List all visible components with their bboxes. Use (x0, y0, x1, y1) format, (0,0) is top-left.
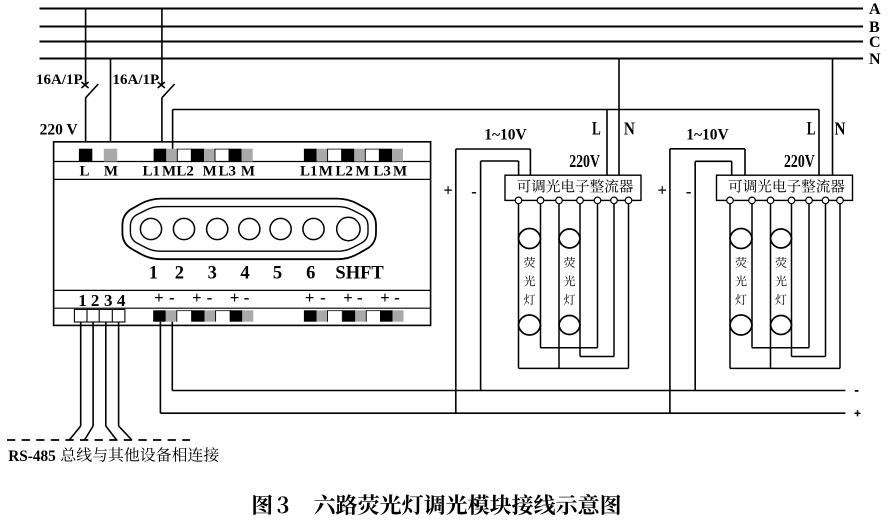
svg-text:-: - (169, 288, 175, 307)
svg-text:SHFT: SHFT (335, 264, 384, 284)
svg-text:+: + (443, 181, 452, 200)
svg-text:M: M (104, 164, 118, 180)
svg-text:220 V: 220 V (40, 122, 79, 139)
svg-text:-: - (471, 182, 477, 201)
svg-text:+: + (154, 288, 163, 307)
svg-text:4: 4 (240, 264, 249, 284)
svg-text:1: 1 (149, 264, 158, 284)
svg-text:-: - (244, 288, 250, 307)
svg-text:B: B (869, 19, 880, 36)
svg-text:+: + (305, 288, 314, 307)
svg-text:3: 3 (104, 291, 113, 310)
svg-text:+: + (192, 288, 201, 307)
svg-text:L3: L3 (373, 163, 391, 179)
svg-text:L: L (807, 119, 816, 139)
svg-text:-: - (357, 288, 363, 307)
svg-text:16A/1P: 16A/1P (113, 72, 160, 88)
svg-text:4: 4 (117, 291, 126, 310)
svg-text:1: 1 (78, 291, 87, 310)
svg-text:16A/1P: 16A/1P (36, 72, 83, 88)
svg-text:+: + (343, 288, 352, 307)
svg-text:-: - (394, 288, 400, 307)
svg-text:1~10V: 1~10V (686, 127, 729, 144)
svg-text:M: M (355, 163, 369, 179)
svg-text:+: + (657, 181, 666, 200)
svg-text:M: M (319, 163, 333, 179)
svg-text:L3: L3 (219, 163, 237, 179)
svg-text:N: N (869, 51, 881, 68)
svg-text:L1: L1 (143, 163, 161, 179)
svg-text:220V: 220V (569, 151, 600, 171)
svg-text:3: 3 (208, 264, 217, 284)
svg-text:-: - (320, 288, 326, 307)
svg-text:L2: L2 (176, 163, 194, 179)
svg-text:A: A (869, 1, 881, 18)
svg-text:6: 6 (306, 264, 315, 284)
svg-text:L1: L1 (300, 163, 318, 179)
svg-text:N: N (624, 118, 635, 138)
svg-text:220V: 220V (784, 151, 815, 171)
svg-text:M: M (241, 163, 255, 179)
svg-text:2: 2 (91, 291, 100, 310)
svg-text:M: M (162, 163, 176, 179)
svg-text:2: 2 (175, 264, 184, 284)
svg-text:C: C (869, 34, 881, 51)
svg-text:1~10V: 1~10V (484, 127, 527, 144)
svg-text:M: M (393, 163, 407, 179)
svg-text:5: 5 (273, 264, 282, 284)
svg-text:L: L (79, 164, 89, 180)
svg-text:+: + (230, 288, 239, 307)
svg-text:RS-485: RS-485 (8, 448, 56, 465)
svg-text:M: M (203, 163, 217, 179)
svg-text:N: N (835, 118, 846, 138)
svg-text:+: + (380, 288, 389, 307)
svg-text:-: - (207, 288, 213, 307)
svg-text:L2: L2 (335, 163, 353, 179)
svg-text:L: L (592, 119, 601, 139)
svg-text:-: - (686, 182, 692, 201)
